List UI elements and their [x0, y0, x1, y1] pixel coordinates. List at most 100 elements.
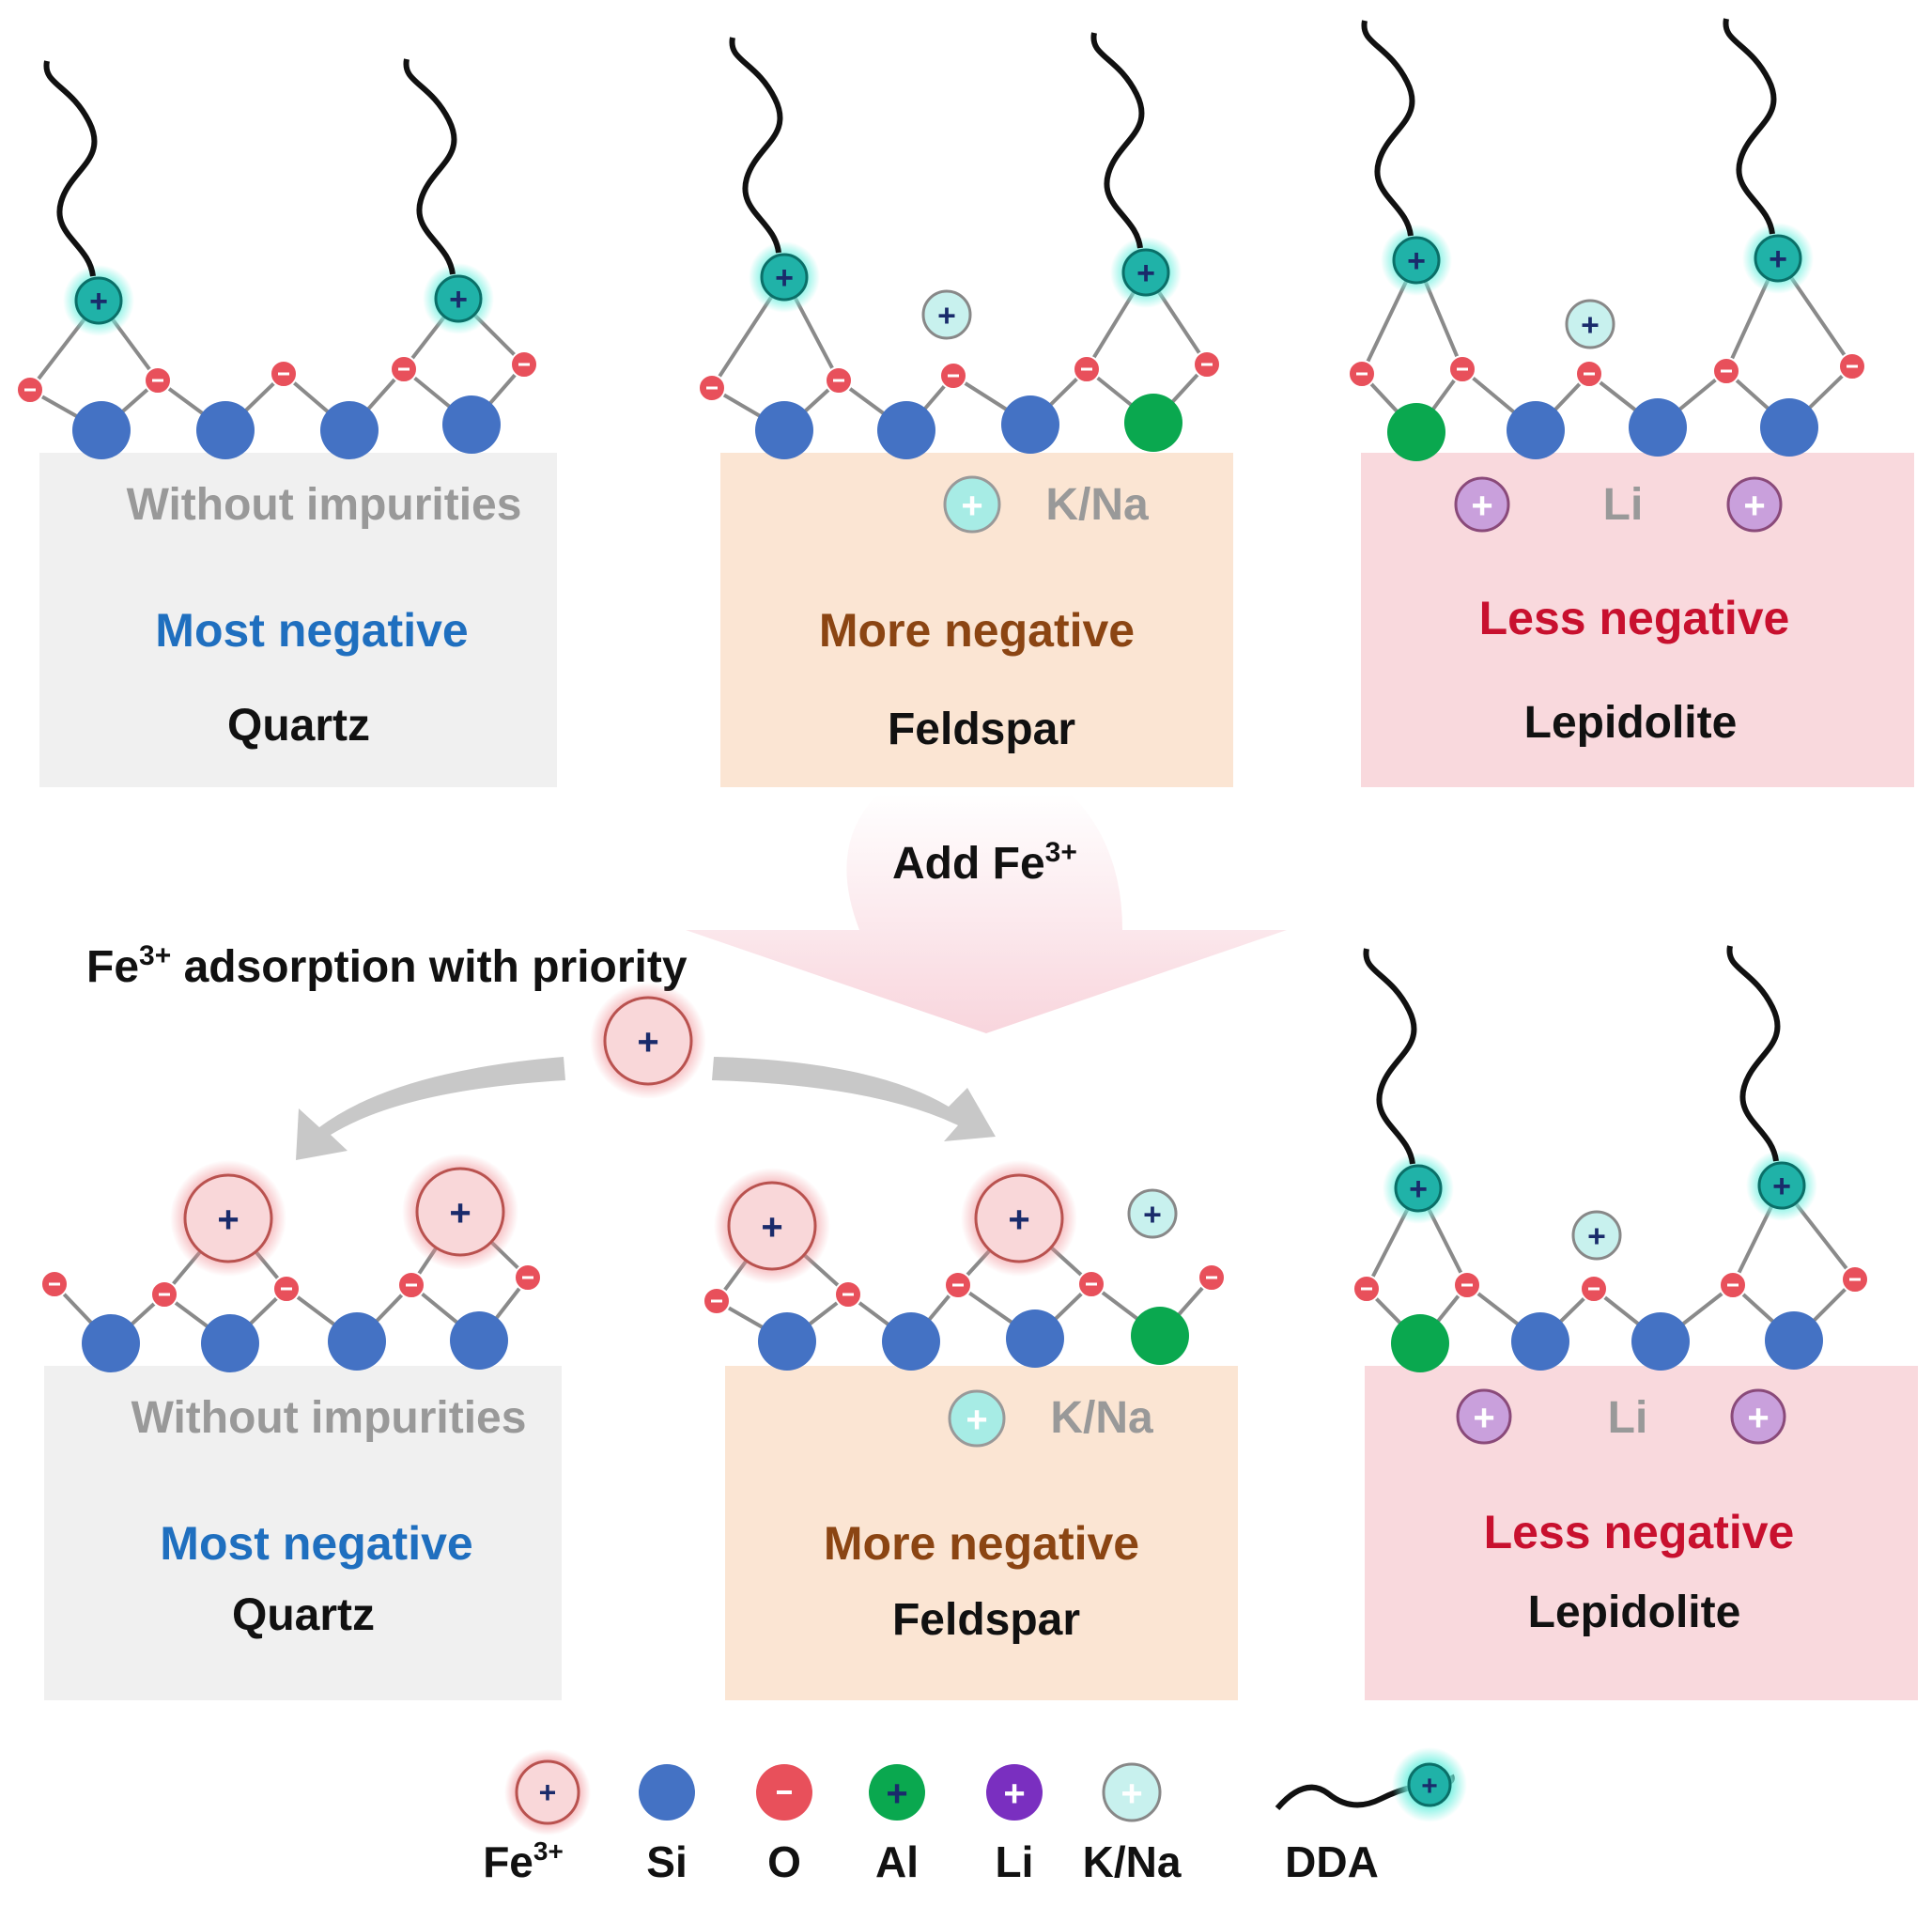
dda-head [74, 276, 123, 325]
svg-text:+: + [1587, 1218, 1606, 1254]
dda-head [1754, 234, 1802, 283]
charge-label: Most negative [160, 1517, 472, 1570]
si-atom [328, 1312, 386, 1371]
dda-tail [1726, 945, 1781, 1162]
svg-text:+: + [1743, 485, 1765, 526]
dda-tail [403, 58, 457, 275]
add-fe-arrow: Add Fe3+ [686, 794, 1287, 1033]
svg-text:+: + [1121, 1773, 1142, 1814]
mineral-name: Feldspar [888, 705, 1075, 754]
svg-text:+: + [1003, 1773, 1025, 1814]
si-atom [758, 1312, 816, 1371]
priority-label: Fe3+ adsorption with priority [86, 940, 688, 992]
impurity-label: Without impurities [127, 480, 522, 530]
lepidolite-box [1361, 1362, 1922, 1704]
bottom-quartz-panel: Without impurities Most negative Quartz [40, 1362, 565, 1704]
svg-text:+: + [637, 1021, 658, 1062]
charge-label: Less negative [1479, 592, 1790, 644]
si-atom [1765, 1311, 1823, 1370]
mineral-name: Lepidolite [1524, 698, 1738, 748]
dda-head-icon [1407, 1762, 1452, 1807]
li-ion [1730, 1388, 1786, 1445]
si-atom [201, 1314, 259, 1372]
svg-text:+: + [961, 485, 982, 526]
impurity-label: K/Na [1045, 480, 1149, 530]
left-curved-arrow [296, 1057, 565, 1160]
distribution-arrows [296, 1057, 996, 1160]
kna-ion [1571, 1210, 1622, 1261]
legend-label: Al [875, 1837, 919, 1886]
charge-label: Less negative [1484, 1506, 1795, 1558]
legend-label: K/Na [1083, 1837, 1182, 1886]
dda-head [1121, 248, 1170, 297]
svg-text:+: + [1409, 1171, 1428, 1207]
molecular-structures: +++++++++++++++++++++++ [16, 18, 1869, 1448]
legend-label: Li [996, 1837, 1034, 1886]
al-atom-icon [869, 1764, 925, 1821]
si-atom [82, 1314, 140, 1372]
legend-fe: + Fe3+ [483, 1749, 591, 1886]
si-atom [442, 395, 501, 454]
right-curved-arrow [712, 1057, 996, 1141]
legend-label: O [767, 1837, 801, 1886]
svg-text:+: + [1769, 241, 1787, 277]
mineral-name: Feldspar [892, 1595, 1080, 1645]
svg-text:+: + [1581, 307, 1600, 343]
legend-dda: + DDA [1275, 1747, 1467, 1886]
si-atom [320, 401, 379, 459]
bottom-feldspar-panel: K/Na More negative Feldspar [721, 1362, 1242, 1704]
dda-tail [1090, 32, 1145, 249]
svg-text:+: + [1136, 256, 1155, 291]
fe-ion [415, 1167, 505, 1257]
legend-label-fe: Fe3+ [483, 1836, 564, 1886]
svg-text:+: + [761, 1206, 782, 1247]
impurity-label: Li [1608, 1393, 1648, 1443]
svg-text:+: + [1772, 1169, 1791, 1204]
fe-ion [974, 1173, 1064, 1263]
li-atom-icon [986, 1764, 1043, 1821]
quartz-box [36, 449, 561, 791]
svg-text:+: + [449, 1192, 471, 1233]
svg-text:+: + [539, 1775, 557, 1809]
charge-label: Most negative [155, 604, 468, 657]
dda-head [434, 274, 483, 323]
svg-text:+: + [1421, 1771, 1438, 1802]
top-lepidolite-panel: Li Less negative Lepidolite [1357, 449, 1918, 791]
legend-item-o: O [756, 1764, 812, 1886]
dda-tail [1363, 948, 1417, 1165]
legend-item-k-na: + K/Na [1083, 1762, 1182, 1886]
al-atom [1391, 1314, 1449, 1372]
dda-tail [1361, 20, 1415, 237]
dda-tail [1723, 18, 1777, 235]
charge-label: More negative [824, 1517, 1139, 1570]
kna-ion-icon [1102, 1762, 1162, 1822]
si-atom [755, 401, 813, 459]
svg-text:+: + [1471, 485, 1492, 526]
al-atom [1124, 394, 1182, 452]
lepidolite-box [1357, 449, 1918, 791]
si-atom [1760, 398, 1818, 457]
legend-label-dda: DDA [1285, 1837, 1379, 1886]
dda-head [1394, 1164, 1443, 1213]
dda-head [760, 253, 809, 302]
bottom-lepidolite-panel: Li Less negative Lepidolite [1361, 1362, 1922, 1704]
si-atom [882, 1312, 940, 1371]
li-ion [1454, 476, 1510, 533]
mineral-name: Lepidolite [1528, 1588, 1741, 1637]
li-ion [1726, 476, 1783, 533]
impurity-label: K/Na [1050, 1393, 1153, 1443]
si-atom [1511, 1312, 1569, 1371]
kna-ion [921, 289, 972, 340]
al-atom [1387, 403, 1445, 461]
svg-text:+: + [1473, 1397, 1494, 1438]
li-ion [1456, 1388, 1512, 1445]
si-atom [1631, 1312, 1690, 1371]
svg-text:+: + [217, 1199, 239, 1240]
svg-text:+: + [1143, 1197, 1162, 1232]
si-atom [72, 401, 131, 459]
kna-ion [943, 475, 1001, 534]
dda-tail [729, 37, 783, 254]
kna-ion [1565, 299, 1615, 349]
impurity-label: Li [1603, 480, 1644, 530]
